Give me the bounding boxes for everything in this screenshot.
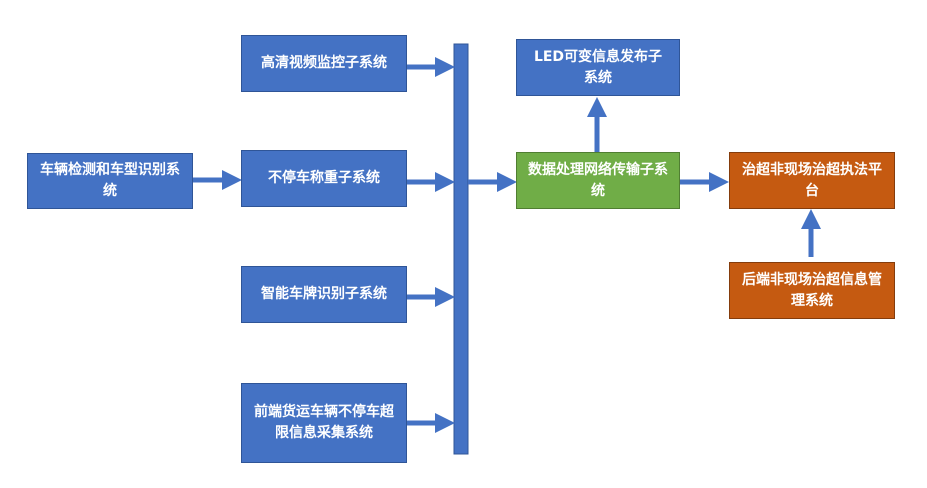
data-network-box: 数据处理网络传输子系统 (516, 152, 680, 209)
plate-recognition-box: 智能车牌识别子系统 (241, 266, 407, 323)
led-publish-box: LED可变信息发布子系统 (516, 39, 680, 96)
front-collection-box: 前端货运车辆不停车超限信息采集系统 (241, 383, 407, 463)
hd-video-box: 高清视频监控子系统 (241, 35, 407, 92)
weighing-box: 不停车称重子系统 (241, 150, 407, 207)
backend-management-box: 后端非现场治超信息管理系统 (729, 262, 895, 319)
bus-bar (453, 43, 469, 455)
enforcement-platform-box: 治超非现场治超执法平台 (729, 152, 895, 209)
vehicle-detection-box: 车辆检测和车型识别系统 (27, 153, 193, 209)
